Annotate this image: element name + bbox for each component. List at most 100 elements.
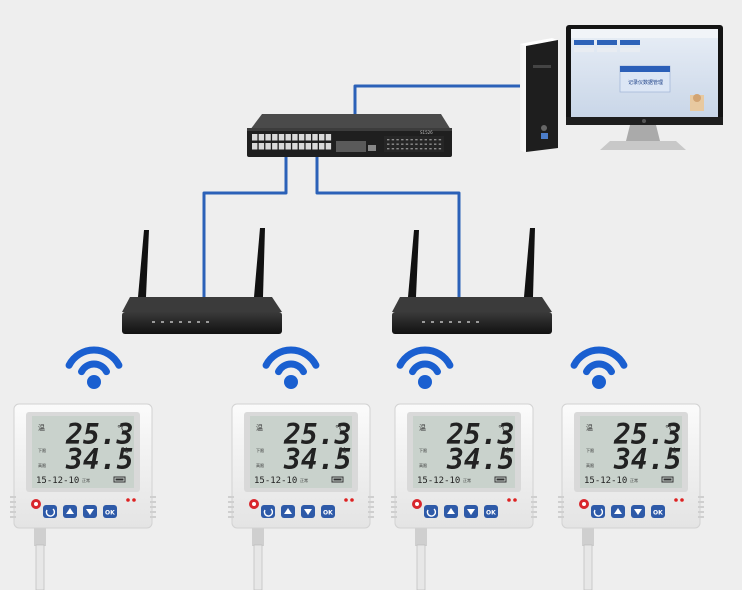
sensor-ok-button[interactable]: [103, 505, 117, 518]
switch-port: [305, 143, 311, 150]
ok-button-label: OK: [323, 510, 333, 517]
router-group: [122, 228, 552, 334]
lcd-mode-label: 温: [256, 423, 263, 432]
switch-port: [265, 143, 271, 150]
switch-port: [285, 143, 291, 150]
switch-led: [415, 139, 418, 141]
humidity-unit: %: [502, 446, 510, 455]
wifi-signal-icon: [396, 346, 454, 389]
arrow-down-icon: [86, 509, 94, 515]
switch-port: [319, 134, 325, 141]
lcd-mode-label: 温: [38, 423, 45, 432]
arrow-down-icon: [634, 509, 642, 515]
humidity-value: 34.5: [65, 443, 133, 476]
switch-led: [434, 148, 437, 150]
battery-icon: [661, 476, 674, 483]
switch-port: [278, 134, 285, 141]
router-antenna: [254, 228, 265, 297]
switch-port: [252, 143, 258, 150]
switch-led: [424, 148, 427, 150]
battery-icon: [113, 476, 126, 483]
ok-button-label: OK: [105, 510, 115, 517]
router-led: [197, 321, 200, 323]
sensor-probe: [35, 544, 45, 590]
wifi-signal-icon: [570, 346, 628, 389]
switch-led: [415, 148, 418, 150]
sensor-probe: [583, 544, 593, 590]
lcd-status: 正常: [300, 477, 308, 483]
switch-led: [429, 148, 432, 150]
switch-model-label: S1526: [420, 130, 433, 135]
wifi-dot: [418, 375, 432, 389]
pc-monitor: 记录仪数据管理: [566, 25, 723, 150]
arrow-down-icon: [304, 509, 312, 515]
switch-led: [419, 148, 423, 150]
temperature-value: 25.3: [446, 418, 514, 451]
network-cables: [202, 84, 520, 298]
wifi-router-right: [392, 228, 552, 334]
cable-switch-to-router-left: [202, 155, 288, 298]
switch-led: [391, 143, 395, 145]
humidity-value: 34.5: [283, 443, 351, 476]
arrow-up-icon: [284, 508, 292, 514]
switch-port: [285, 134, 291, 141]
sensor-lcd: [413, 416, 515, 488]
humidity-unit: %: [339, 446, 347, 455]
sensor-lcd: [250, 416, 352, 488]
router-led: [458, 321, 461, 323]
router-led: [152, 321, 155, 323]
switch-port: [278, 143, 285, 150]
sensor-probe: [416, 544, 426, 590]
pc-tower: [520, 38, 558, 152]
lcd-date: 15-12-10: [254, 476, 297, 486]
sensor-ok-button[interactable]: [651, 505, 665, 518]
sensor-probe-cap: [34, 524, 46, 546]
temperature-value: 25.3: [65, 418, 133, 451]
switch-led: [419, 143, 423, 145]
sensor-probe-cap: [415, 524, 427, 546]
switch-led: [396, 143, 399, 145]
return-icon: [45, 508, 56, 517]
temperature-unit: °C: [335, 424, 345, 433]
switch-port: [258, 134, 265, 141]
router-antenna: [524, 228, 535, 297]
temperature-unit: °C: [665, 424, 675, 433]
switch-port: [312, 143, 318, 150]
router-led: [188, 321, 191, 323]
switch-led: [396, 148, 399, 150]
return-icon: [426, 508, 437, 517]
lcd-high-limit-label: 高限: [256, 462, 264, 468]
arrow-up-icon: [447, 508, 455, 514]
router-led: [170, 321, 173, 323]
router-led: [422, 321, 425, 323]
switch-led: [401, 139, 404, 141]
desktop-computer: 记录仪数据管理: [520, 25, 723, 152]
humidity-unit: %: [669, 446, 677, 455]
battery-icon: [494, 476, 507, 483]
humidity-value: 34.5: [613, 443, 681, 476]
sensor-ok-button[interactable]: [484, 505, 498, 518]
switch-led: [419, 139, 423, 141]
lcd-high-limit-label: 高限: [586, 462, 594, 468]
wifi-dot: [87, 375, 101, 389]
router-led: [449, 321, 452, 323]
switch-port: [298, 143, 305, 150]
sensor-ok-button[interactable]: [321, 505, 335, 518]
switch-led: [429, 139, 432, 141]
router-led: [206, 321, 209, 323]
battery-icon: [331, 476, 344, 483]
lcd-mode-label: 温: [419, 423, 426, 432]
switch-led: [391, 139, 395, 141]
wifi-signal-icon: [262, 346, 320, 389]
screen-taskbar: [571, 29, 718, 38]
switch-port: [258, 143, 265, 150]
lcd-status: 正常: [463, 477, 471, 483]
switch-led: [410, 148, 413, 150]
switch-port: [265, 134, 271, 141]
cable-switch-to-router-right: [315, 155, 461, 298]
router-led: [440, 321, 443, 323]
screen-login-dialog: 记录仪数据管理: [619, 65, 671, 93]
switch-led: [396, 139, 399, 141]
